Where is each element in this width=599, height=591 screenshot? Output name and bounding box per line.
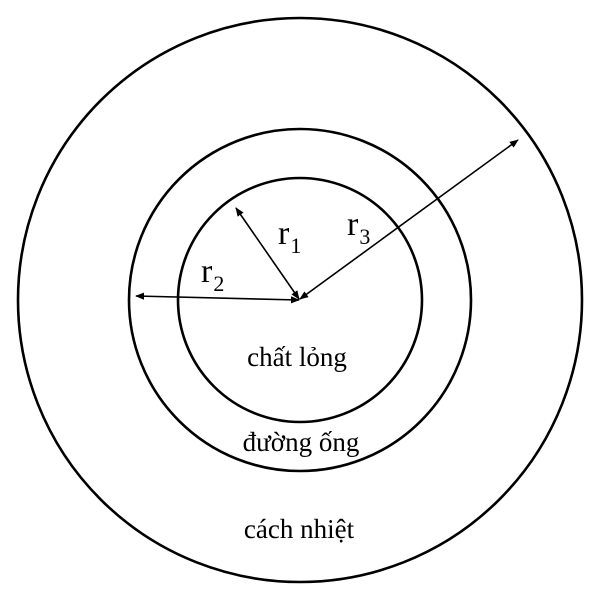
r3-arrow — [299, 139, 519, 300]
r1-label: r1 — [278, 215, 301, 258]
r2-label: r2 — [201, 253, 224, 296]
inner-circle-fluid — [176, 176, 424, 424]
insulation-region-label: cách nhiệt — [244, 514, 355, 544]
r3-label: r3 — [347, 206, 370, 249]
r2-arrow — [135, 292, 300, 304]
outer-circle-insulation — [16, 16, 584, 584]
fluid-region-label: chất lỏng — [247, 342, 347, 372]
middle-circle-pipe — [127, 127, 473, 473]
r1-arrow — [235, 207, 300, 300]
pipe-region-label: đường ống — [243, 427, 360, 457]
